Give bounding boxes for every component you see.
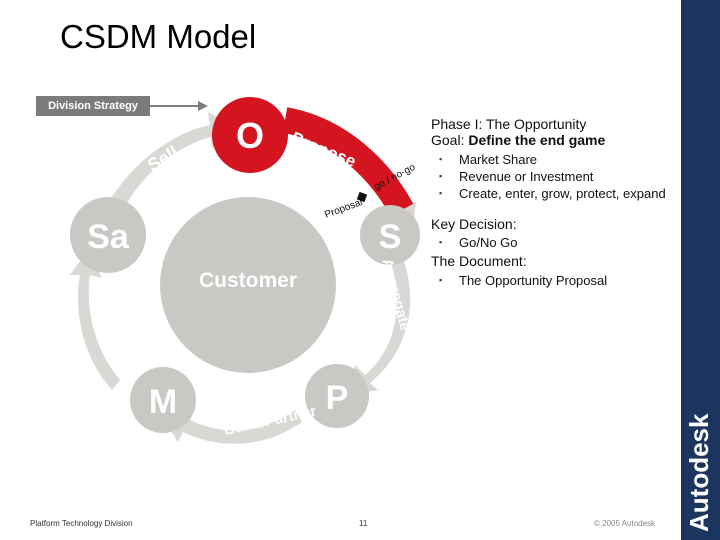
gate-label-proposal: Proposal [323,197,364,221]
stage-p-letter: P [326,379,349,417]
stage-sa-circle [70,197,146,273]
stage-o-circle [212,97,288,173]
plan-label: Plan [94,300,116,334]
list-item: The Opportunity Proposal [431,272,666,289]
customer-circle [160,197,336,373]
key-decision-bullets: Go/No Go [431,234,666,251]
sell-arc [110,112,238,208]
goal-emphasis: Define the end game [468,132,606,148]
gate-marker-icon [356,191,368,203]
key-decision-heading: Key Decision: [431,216,517,232]
brand-sidebar: Autodesk [681,0,720,540]
goal-bullets: Market Share Revenue or Investment Creat… [431,151,666,202]
footer-copyright: © 2005 Autodesk [594,519,656,528]
division-strategy-label: Division Strategy [36,96,150,116]
goal-prefix: Goal: [431,132,469,148]
csdm-cycle-diagram: Customer O S P M Sa Propose Aggregate Bu… [70,97,420,444]
list-item: Market Share [431,151,666,168]
brand-label: Autodesk [684,413,714,532]
plan-arc [70,250,120,390]
list-item: Create, enter, grow, protect, expand [431,185,666,202]
document-heading: The Document: [431,253,527,269]
stage-m-circle [130,367,196,433]
stage-s-letter: S [379,218,402,256]
stage-sa-letter: Sa [87,218,130,256]
stage-s-circle [360,205,420,265]
stage-o-letter: O [236,115,264,156]
autodesk-logo: Autodesk [684,413,714,532]
list-item: Revenue or Investment [431,168,666,185]
stage-p-circle [305,364,369,428]
phase-heading: Phase I: The Opportunity [431,116,587,132]
phase-goal: Goal: Define the end game [431,132,666,148]
propose-highlight [282,107,414,217]
phase-text-block: Phase I: The Opportunity Goal: Define th… [431,116,666,289]
stage-m-letter: M [149,383,177,421]
build-partner-arc [160,408,302,444]
customer-label: Customer [199,269,297,292]
slide-title: CSDM Model [60,18,257,55]
document-bullets: The Opportunity Proposal [431,272,666,289]
arrow-right-icon [150,101,208,111]
list-item: Go/No Go [431,234,666,251]
footer-page-number: 11 [359,519,368,528]
footer-division: Platform Technology Division [30,519,133,528]
